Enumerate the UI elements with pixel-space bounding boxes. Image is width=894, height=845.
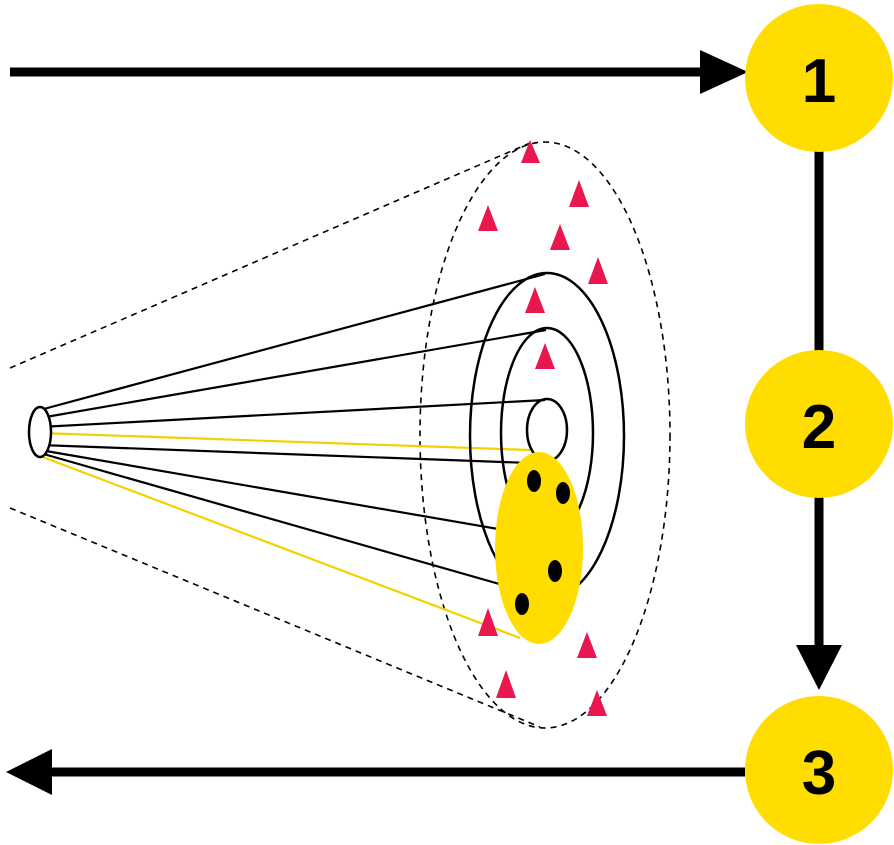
triangle-marker-icon [525, 287, 545, 313]
step-3-label: 3 [802, 739, 836, 808]
triangle-markers [478, 140, 608, 716]
step-1: 1 [745, 4, 893, 152]
black-dot-icon [527, 470, 541, 492]
yellow-rays [39, 431, 531, 640]
black-rays [39, 272, 547, 599]
outer-dashed-cone [9, 141, 671, 729]
black-dot-icon [556, 482, 570, 504]
inner-ring [525, 397, 569, 463]
triangle-marker-icon [550, 224, 570, 250]
source-aperture [27, 405, 53, 459]
step-1-label: 1 [802, 47, 836, 116]
yellow-target [495, 452, 583, 644]
outer-cone-top-edge [9, 142, 531, 369]
triangle-marker-icon [587, 690, 607, 716]
triangle-marker-icon [496, 670, 516, 698]
step-3: 3 [745, 696, 893, 844]
triangle-marker-icon [478, 608, 498, 636]
arrowhead-right-icon [700, 50, 748, 94]
step-2-label: 2 [802, 393, 836, 462]
black-dot-icon [548, 560, 562, 582]
triangle-marker-icon [569, 180, 589, 207]
triangle-marker-icon [521, 140, 540, 163]
triangle-marker-icon [577, 632, 597, 658]
outer-cone-bottom-edge [9, 507, 541, 728]
step-2: 2 [745, 350, 893, 498]
triangle-marker-icon [588, 257, 608, 284]
flow-arrows [6, 50, 842, 795]
arrowhead-left-icon [6, 749, 52, 795]
triangle-marker-icon [478, 205, 498, 231]
arrowhead-down-icon [796, 645, 842, 690]
triangle-marker-icon [535, 343, 555, 369]
outer-dashed-ellipse [419, 141, 671, 729]
black-dot-icon [515, 593, 529, 615]
